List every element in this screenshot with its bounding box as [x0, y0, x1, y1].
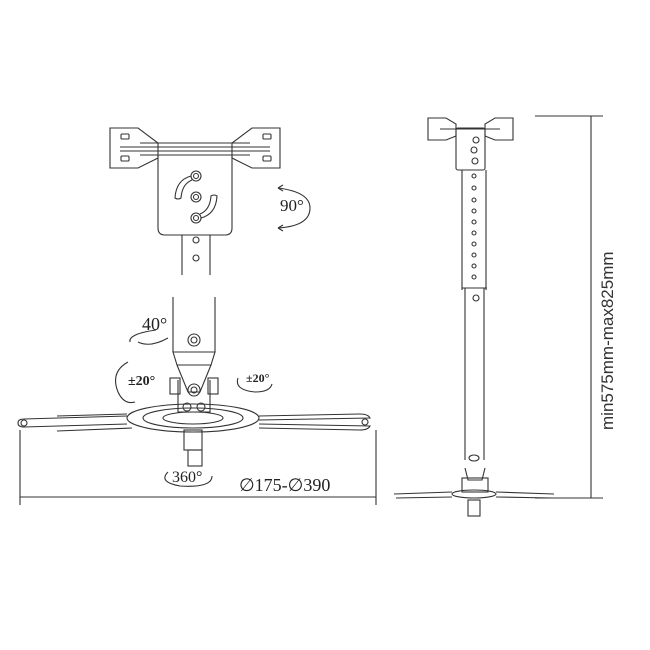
swivel-360-label: 360° — [172, 469, 203, 486]
width-dimension-line — [19, 430, 377, 505]
tilt-right-label: ±20° — [246, 371, 270, 385]
tilt-left-label: ±20° — [128, 374, 156, 389]
projector-bracket-detail — [17, 297, 371, 467]
rotation-90-label: 90° — [280, 196, 304, 215]
side-view-mount — [393, 117, 555, 517]
height-range-label: min575mm-max825mm — [598, 251, 617, 430]
diameter-range-label: ∅175-∅390 — [239, 475, 331, 495]
ceiling-plate-detail — [109, 127, 281, 275]
tilt-40-label: 40° — [142, 314, 168, 334]
height-dimension-line — [535, 115, 603, 499]
rotation-arrow-90 — [277, 187, 311, 229]
